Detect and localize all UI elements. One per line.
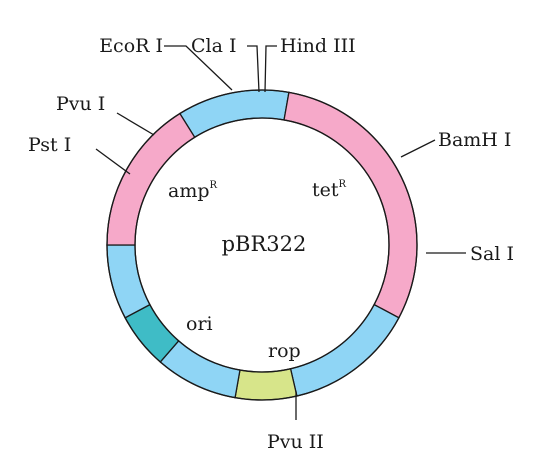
ring-inner-outline <box>134 117 390 373</box>
amp-gene-name: amp <box>168 180 210 202</box>
segment-ori-upstream <box>106 244 151 319</box>
amp-resistance-label: ampR <box>168 180 218 202</box>
bamh1-site-label: BamH I <box>438 129 511 151</box>
ring-outer-outline <box>106 89 418 401</box>
segment-ori-downstream <box>159 339 241 399</box>
segment-rop <box>234 367 298 401</box>
pst1-site-label: Pst I <box>28 134 71 156</box>
segment-ecor1-hind3 <box>178 89 290 139</box>
tet-superscript: R <box>339 179 347 190</box>
tet-resistance-label: tetR <box>312 179 347 201</box>
cla1-site-label: Cla I <box>191 35 237 57</box>
segment-rop-upstream <box>289 303 400 397</box>
plasmid-name: pBR322 <box>222 232 307 256</box>
rop-label: rop <box>268 340 301 362</box>
hind3-site-label: Hind III <box>280 35 356 57</box>
ecor1-site-label: EcoR I <box>99 35 163 57</box>
ecor1-leader-line <box>164 45 233 91</box>
cla1-leader-line <box>247 45 260 93</box>
amp-superscript: R <box>210 180 218 191</box>
pst1-leader-line <box>95 148 131 175</box>
hind3-leader-line <box>264 45 277 93</box>
sal1-site-label: Sal I <box>470 243 514 265</box>
pvu2-site-label: Pvu II <box>267 431 324 453</box>
tet-gene-name: tet <box>312 179 339 201</box>
pvu1-leader-line <box>116 112 155 136</box>
segment-tet-resistance <box>283 91 418 319</box>
ori-label: ori <box>186 313 213 335</box>
pvu1-site-label: Pvu I <box>56 93 105 115</box>
bamh1-leader-line <box>400 139 436 158</box>
